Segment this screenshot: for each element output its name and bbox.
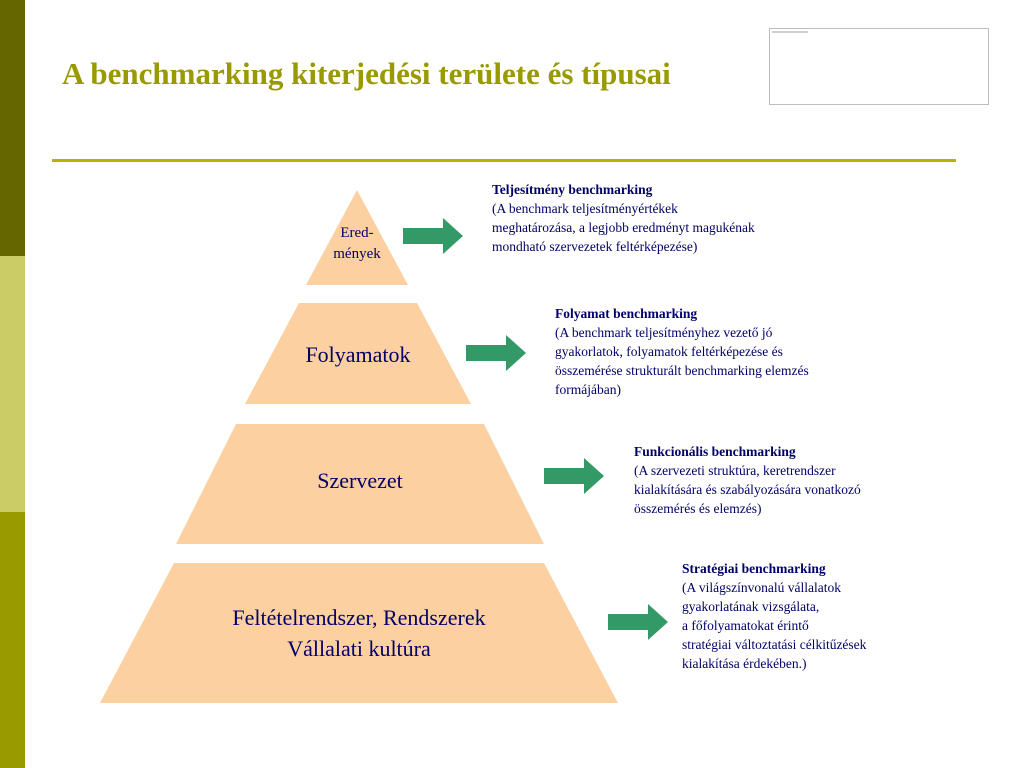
description-heading: Folyamat benchmarking (555, 306, 698, 321)
pyramid-tier-systems-culture: Feltételrendszer, Rendszerek Vállalati k… (100, 563, 618, 703)
side-stripe-bottom (0, 512, 25, 768)
description-line: kialakítására és szabályozására vonatkoz… (634, 482, 861, 497)
description-line: formájában) (555, 382, 621, 397)
description-strategic-benchmarking: Stratégiai benchmarking (A világszínvona… (682, 559, 866, 673)
tier-label-line: Feltételrendszer, Rendszerek (232, 605, 486, 631)
logo-placeholder (769, 28, 989, 105)
tier-shape (306, 190, 408, 285)
description-line: gyakorlatának vizsgálata, (682, 599, 820, 614)
tier-shape (100, 563, 618, 703)
pyramid-tier-organization: Szervezet (176, 424, 544, 544)
description-line: kialakítása érdekében.) (682, 656, 807, 671)
tier-label-line: mények (333, 245, 381, 262)
description-line: összemérés és elemzés) (634, 501, 762, 516)
description-line: (A benchmark teljesítményhez vezető jó (555, 325, 773, 340)
pyramid-tier-results: Ered- mények (306, 190, 408, 285)
description-line: összemérése strukturált benchmarking ele… (555, 363, 809, 378)
slide-title: A benchmarking kiterjedési területe és t… (62, 56, 671, 91)
description-line: (A benchmark teljesítményértékek (492, 201, 678, 216)
description-heading: Stratégiai benchmarking (682, 561, 826, 576)
description-line: (A világszínvonalú vállalatok (682, 580, 841, 595)
description-line: stratégiai változtatási célkitűzések (682, 637, 867, 652)
description-line: (A szervezeti struktúra, keretrendszer (634, 463, 836, 478)
description-heading: Teljesítmény benchmarking (492, 182, 653, 197)
tier-label: Folyamatok (305, 342, 411, 368)
description-line: meghatározása, a legjobb eredményt maguk… (492, 220, 755, 235)
description-line: a főfolyamatokat érintő (682, 618, 809, 633)
arrow-right-icon (544, 458, 604, 494)
tier-shape (245, 303, 471, 404)
description-functional-benchmarking: Funkcionális benchmarking (A szervezeti … (634, 442, 861, 518)
arrow-right-icon (466, 335, 526, 371)
tier-label: Ered- mények (333, 223, 380, 264)
tier-label: Szervezet (317, 467, 403, 493)
tier-label-line: Ered- (340, 225, 374, 242)
description-process-benchmarking: Folyamat benchmarking (A benchmark telje… (555, 304, 809, 399)
tier-shape (176, 424, 544, 544)
tier-label: Feltételrendszer, Rendszerek Vállalati k… (232, 603, 485, 665)
side-stripe-top (0, 0, 25, 256)
title-underline (52, 159, 956, 162)
description-line: gyakorlatok, folyamatok feltérképezése é… (555, 344, 783, 359)
description-performance-benchmarking: Teljesítmény benchmarking (A benchmark t… (492, 180, 755, 256)
arrow-right-icon (608, 604, 668, 640)
description-heading: Funkcionális benchmarking (634, 444, 796, 459)
description-line: mondható szervezetek feltérképezése) (492, 239, 698, 254)
tier-label-line: Vállalati kultúra (287, 636, 431, 661)
side-stripe-middle (0, 256, 25, 512)
pyramid-tier-processes: Folyamatok (245, 303, 471, 404)
arrow-right-icon (403, 218, 463, 254)
